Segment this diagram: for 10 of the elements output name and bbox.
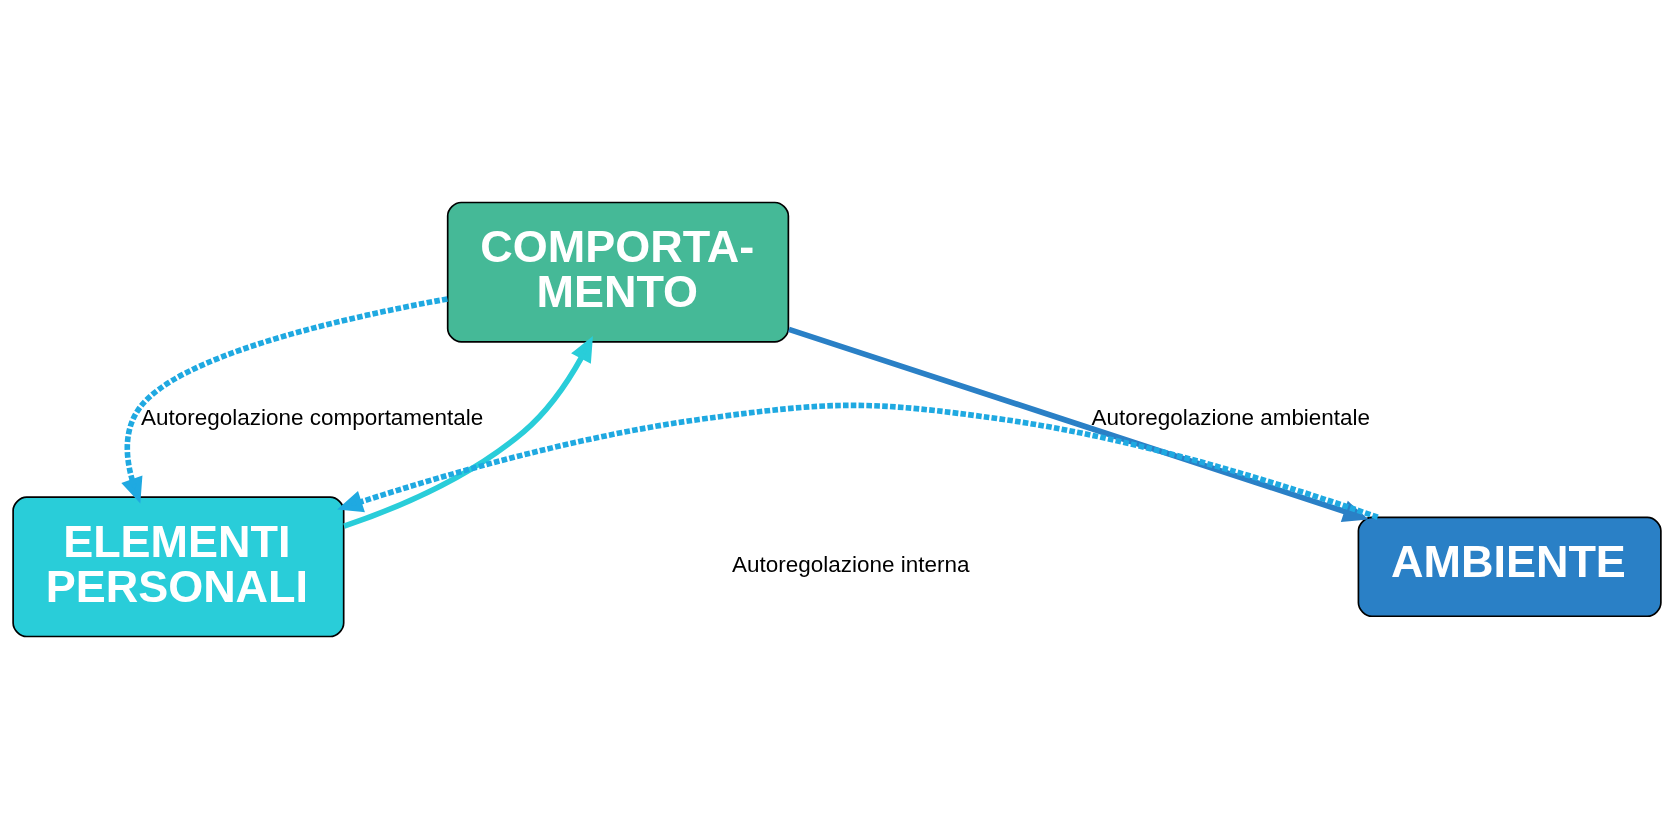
label: Autoregolazione interna <box>732 551 970 577</box>
arrow <box>121 295 448 503</box>
arrow <box>788 326 1369 522</box>
node-box: COMPORTA- MENTO <box>446 201 790 343</box>
arrow <box>343 335 593 529</box>
edge-label: Autoregolazione comportamentale <box>141 404 484 430</box>
node-box: ELEMENTI PERSONALI <box>12 495 345 637</box>
node-box: AMBIENTE <box>1357 515 1662 617</box>
edge-label: Autoregolazione ambientale <box>1091 404 1371 430</box>
arrow <box>337 402 1379 520</box>
